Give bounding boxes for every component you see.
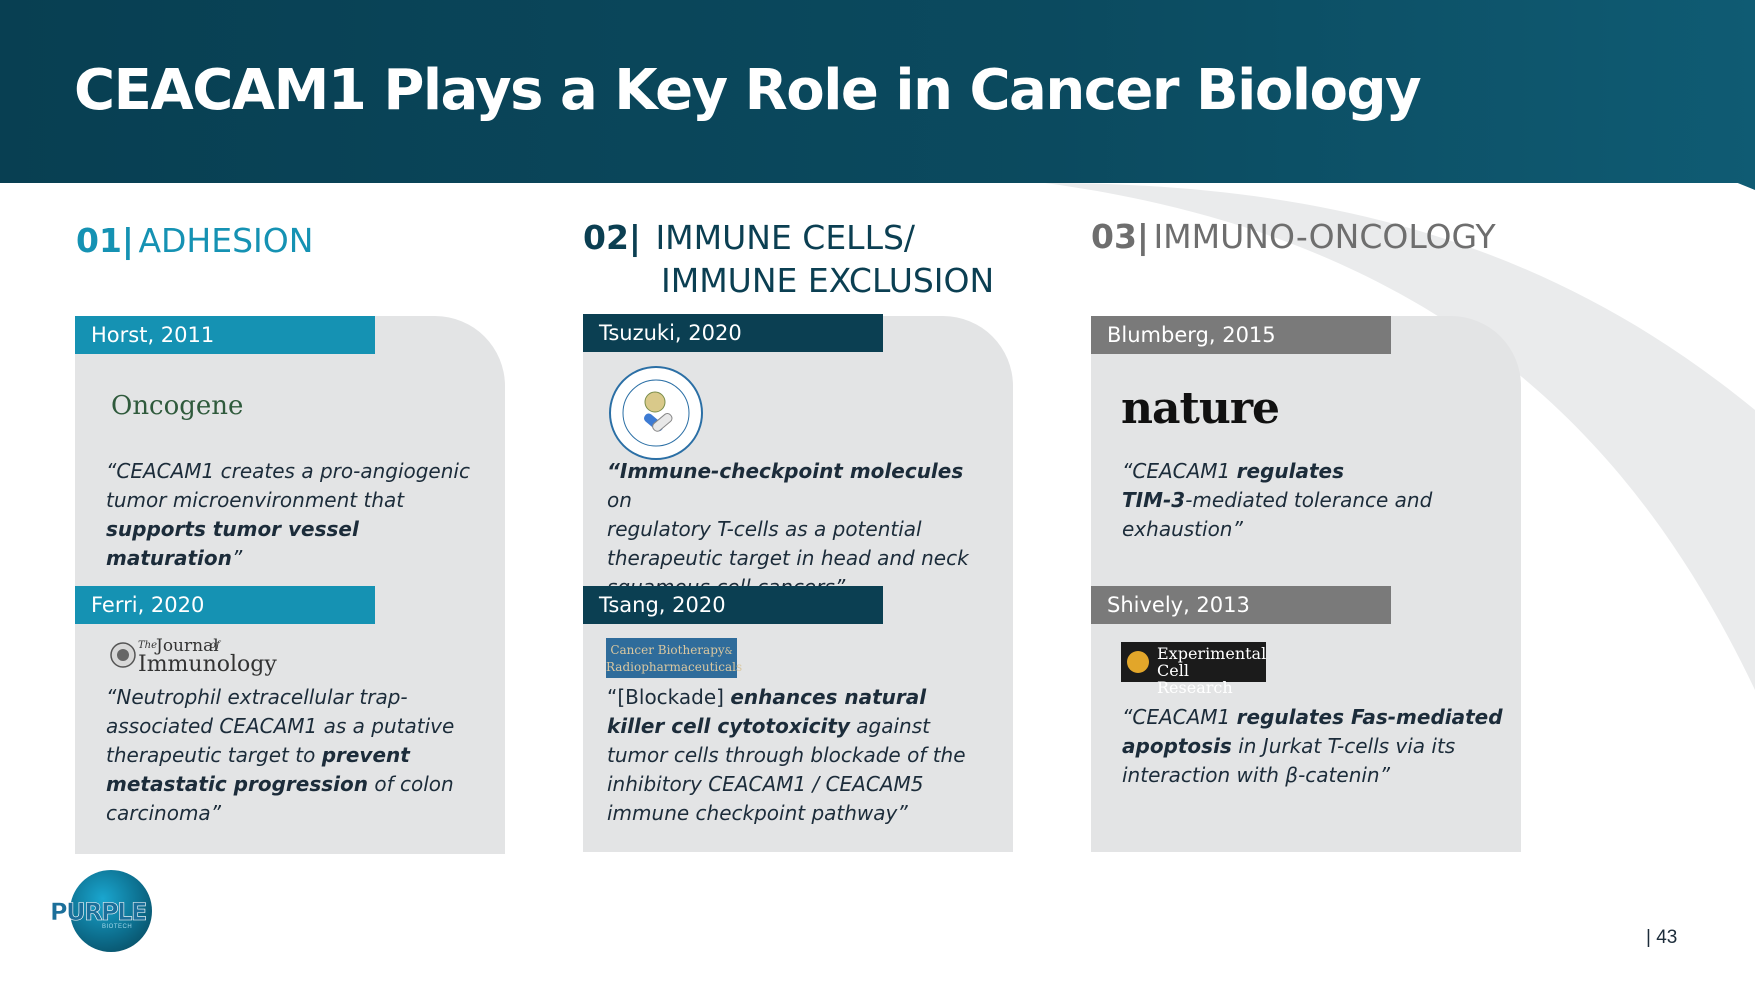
quote-emphasis: enhances natural [730, 685, 927, 709]
quote-line: on [607, 488, 632, 512]
quote-line: in Jurkat T-cells via its [1231, 734, 1456, 758]
header-band [0, 0, 1755, 183]
journal-line1: Cancer Biotherapy [610, 643, 725, 657]
quote-line: of colon [367, 772, 454, 796]
quote-line: interaction with β-catenin” [1122, 763, 1390, 787]
journal-pre: The [138, 640, 158, 651]
oncogene-logo: Oncogene [111, 391, 244, 421]
column-heading-adhesion: 01| ADHESION [76, 221, 313, 260]
quote-line: inhibitory CEACAM1 / CEACAM5 [607, 772, 924, 796]
quote-blumberg: “CEACAM1 regulates TIM-3-mediated tolera… [1122, 457, 1502, 544]
journal-line2: Cell Research [1157, 661, 1233, 697]
page-number: | 43 [1646, 927, 1678, 948]
quote-emphasis: regulates Fas-mediated [1236, 705, 1503, 729]
citation-tag-blumberg: Blumberg, 2015 [1091, 316, 1391, 354]
journal-of: & [724, 647, 733, 657]
quote-emphasis: metastatic progression [106, 772, 368, 796]
column-title: ADHESION [138, 221, 314, 260]
card-adhesion [75, 316, 505, 854]
quote-emphasis: “Immune-checkpoint molecules [607, 459, 964, 483]
column-number: 01| [76, 221, 134, 260]
purple-biotech-logo: PURPLE BIOTECH [50, 870, 160, 954]
journal-line2: Immunology [138, 652, 277, 677]
citation-tag-shively: Shively, 2013 [1091, 586, 1391, 624]
column-heading-immune-cells-line2: IMMUNE EXCLUSION [661, 261, 994, 300]
column-heading-immune-cells: 02| IMMUNE CELLS/ [583, 218, 915, 257]
quote-line: “CEACAM1 [1122, 705, 1237, 729]
journal-of: of [210, 640, 220, 651]
column-number: 02| [583, 218, 641, 257]
column-title: IMMUNO-ONCOLOGY [1153, 217, 1496, 256]
quote-line: ” [231, 546, 243, 570]
page-title: CEACAM1 Plays a Key Role in Cancer Biolo… [74, 58, 1422, 123]
quote-line: tumor microenvironment that [106, 488, 405, 512]
quote-line: “Neutrophil extracellular trap- [106, 685, 408, 709]
journal-line2: Radiopharmaceuticals [606, 660, 743, 674]
column-title-line1: IMMUNE CELLS/ [655, 218, 916, 257]
quote-emphasis: TIM-3 [1122, 488, 1186, 512]
logo-subtext: BIOTECH [102, 924, 133, 930]
citation-tag-horst: Horst, 2011 [75, 316, 375, 354]
ecr-badge-icon [1127, 651, 1149, 673]
quote-line: therapeutic target to [106, 743, 322, 767]
quote-horst: “CEACAM1 creates a pro-angiogenic tumor … [106, 457, 486, 573]
quote-emphasis: supports tumor vessel maturation [106, 517, 359, 570]
column-title-line2: IMMUNE EXCLUSION [661, 261, 995, 300]
card-immuno-oncology [1091, 316, 1521, 852]
logo-wordmark: PURPLE [50, 898, 148, 927]
quote-line: “CEACAM1 creates a pro-angiogenic [106, 459, 470, 483]
quote-line: “CEACAM1 [1122, 459, 1237, 483]
quote-line: exhaustion” [1122, 517, 1243, 541]
quote-line: carcinoma” [106, 801, 222, 825]
quote-tsuzuki: “Immune-checkpoint molecules on regulato… [607, 457, 987, 602]
journal-line1: Experimental [1157, 644, 1267, 663]
quote-line: against [849, 714, 930, 738]
quote-line: “[Blockade] [607, 685, 731, 709]
quote-ferri: “Neutrophil extracellular trap- associat… [106, 683, 486, 828]
column-heading-immuno-oncology: 03| IMMUNO-ONCOLOGY [1091, 217, 1496, 256]
quote-line: regulatory T-cells as a potential [607, 517, 922, 541]
quote-line: associated CEACAM1 as a putative [106, 714, 455, 738]
quote-line: tumor cells through blockade of the [607, 743, 966, 767]
quote-emphasis: regulates [1236, 459, 1345, 483]
citation-tag-tsuzuki: Tsuzuki, 2020 [583, 314, 883, 352]
quote-emphasis: killer cell cytotoxicity [607, 714, 850, 738]
logo-circle [70, 870, 152, 952]
nature-logo: nature [1121, 383, 1280, 434]
journal-seal-icon [609, 366, 703, 460]
quote-shively: “CEACAM1 regulates Fas-mediated apoptosi… [1122, 703, 1512, 790]
cancer-biotherapy-logo: Cancer Biotherapy& Radiopharmaceuticals [606, 638, 742, 678]
journal-line1: Journal [156, 636, 219, 656]
quote-tsang: “[Blockade] enhances natural killer cell… [607, 683, 987, 828]
quote-emphasis: apoptosis [1122, 734, 1232, 758]
citation-tag-tsang: Tsang, 2020 [583, 586, 883, 624]
citation-tag-ferri: Ferri, 2020 [75, 586, 375, 624]
quote-emphasis: prevent [321, 743, 410, 767]
column-number: 03| [1091, 217, 1149, 256]
quote-line: immune checkpoint pathway” [607, 801, 908, 825]
quote-line: therapeutic target in head and neck [607, 546, 969, 570]
quote-line: -mediated tolerance and [1185, 488, 1433, 512]
aai-seal-icon [110, 642, 136, 668]
experimental-cell-research-logo: Experimental Cell Research [1121, 642, 1267, 696]
